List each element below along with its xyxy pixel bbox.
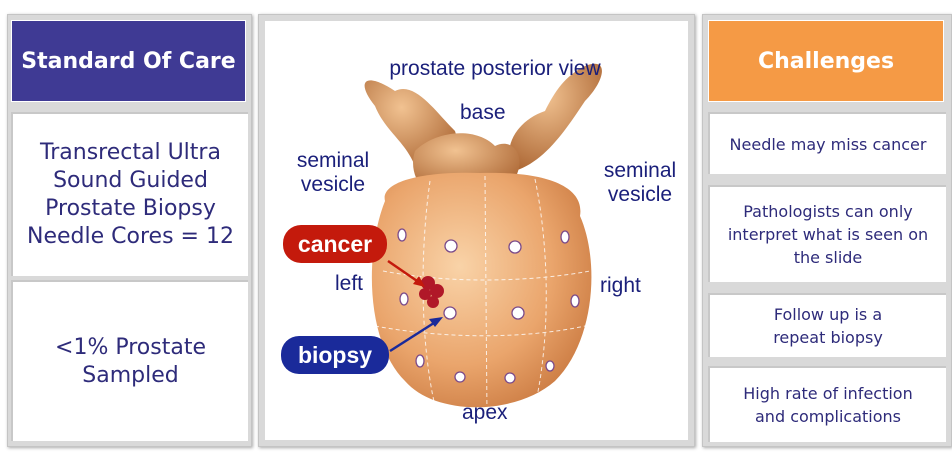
challenges-header: Challenges bbox=[708, 20, 944, 102]
procedure-text: Transrectal Ultra Sound Guided Prostate … bbox=[27, 140, 234, 249]
prostate-illustration bbox=[364, 63, 602, 417]
diagram-canvas: prostate posterior view base seminal ves… bbox=[265, 21, 688, 440]
diagram-title: prostate posterior view bbox=[389, 57, 601, 80]
biopsy-core-sites bbox=[397, 228, 580, 384]
challenge-text: Follow up is a repeat biopsy bbox=[773, 305, 883, 347]
cancer-lesion bbox=[419, 276, 444, 308]
biopsy-badge: biopsy bbox=[281, 336, 389, 374]
prostate-diagram-panel: prostate posterior view base seminal ves… bbox=[258, 14, 695, 447]
biopsy-arrow-head bbox=[429, 317, 443, 327]
challenge-text: Needle may miss cancer bbox=[729, 134, 927, 154]
biopsy-arrow bbox=[389, 319, 438, 353]
challenge-item: High rate of infection and complications bbox=[708, 366, 946, 442]
cancer-arrow-head bbox=[413, 276, 425, 287]
standard-of-care-header: Standard Of Care bbox=[11, 20, 246, 102]
challenges-panel: Challenges Needle may miss cancer Pathol… bbox=[702, 14, 952, 447]
standard-of-care-panel: Standard Of Care Transrectal Ultra Sound… bbox=[7, 14, 252, 447]
seminal-vesicles bbox=[364, 63, 602, 191]
challenge-text: High rate of infection and complications bbox=[743, 384, 913, 426]
cancer-badge: cancer bbox=[283, 225, 387, 263]
cancer-arrow bbox=[387, 259, 421, 285]
label-base: base bbox=[460, 101, 506, 124]
challenge-item: Pathologists can only interpret what is … bbox=[708, 185, 946, 282]
prostate-gland bbox=[371, 172, 592, 408]
challenge-item: Needle may miss cancer bbox=[708, 112, 946, 174]
challenge-text: Pathologists can only interpret what is … bbox=[727, 202, 929, 267]
label-apex: apex bbox=[462, 401, 508, 424]
procedure-description: Transrectal Ultra Sound Guided Prostate … bbox=[11, 112, 248, 276]
sampled-text: <1% Prostate Sampled bbox=[55, 334, 206, 388]
label-seminal-vesicle-left: seminal vesicle bbox=[296, 149, 370, 196]
label-seminal-vesicle-right: seminal vesicle bbox=[603, 159, 677, 206]
label-left: left bbox=[335, 272, 364, 295]
challenge-item: Follow up is a repeat biopsy bbox=[708, 293, 946, 357]
label-right: right bbox=[600, 274, 641, 297]
sampled-percentage: <1% Prostate Sampled bbox=[11, 280, 248, 441]
